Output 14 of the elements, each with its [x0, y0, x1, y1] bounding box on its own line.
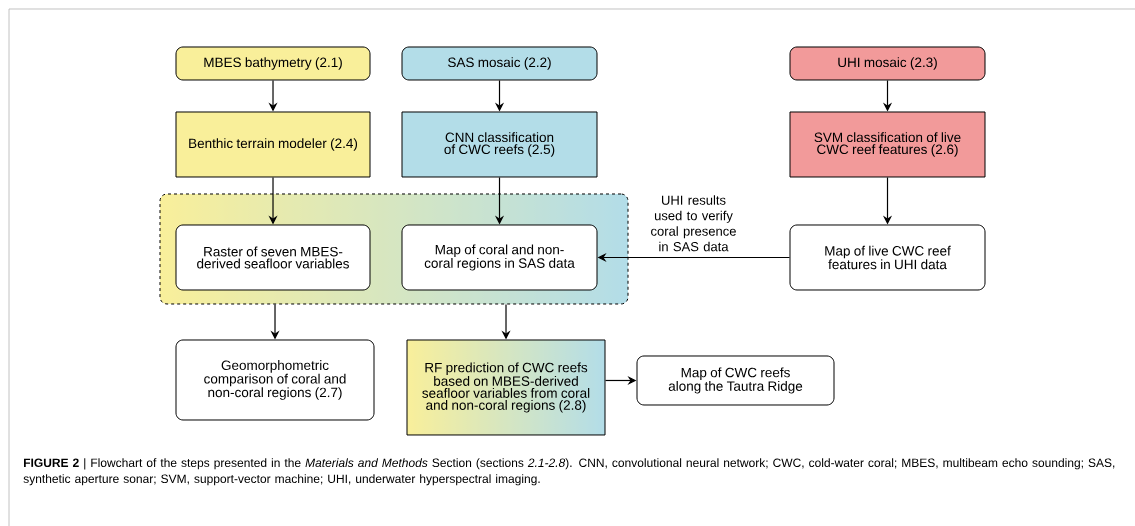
- output-box: Map of coral and non-coral regions in SAS data: [401, 224, 598, 291]
- figure-caption: FIGURE 2 | Flowchart of the steps presented in the Materials and Methods Section (sections 2.1-2.8). CNN, convolutional neural network; CWC, cold-water coral; MBES, multibeam echo sounding; SAS, synthetic aperture sonar; SVM, support-vector machine; UHI, underwater hyperspectral imaging.: [23, 458, 1115, 486]
- process-box: RF prediction of CWC reefs based on MBES-derived seafloor variables from coral and non-coral regions (2.8): [406, 339, 606, 436]
- output-box: Raster of seven MBES-derived seafloor variables: [175, 224, 371, 291]
- process-box: Benthic terrain modeler (2.4): [175, 111, 371, 178]
- output-box: Map of CWC reefs along the Tautra Ridge: [636, 355, 835, 406]
- output-box: Map of live CWC reef features in UHI data: [789, 224, 986, 291]
- output-box: Geomorphometric comparison of coral and non-coral regions (2.7): [175, 339, 375, 421]
- input-box: SAS mosaic (2.2): [401, 46, 598, 81]
- process-box: SVM classification of live CWC reef features (2.6): [789, 111, 986, 178]
- input-box: UHI mosaic (2.3): [789, 46, 986, 81]
- edge-label: UHI results used to verify coral presence in SAS data: [632, 194, 755, 253]
- input-box: MBES bathymetry (2.1): [175, 46, 371, 81]
- process-box: CNN classification of CWC reefs (2.5): [401, 111, 598, 178]
